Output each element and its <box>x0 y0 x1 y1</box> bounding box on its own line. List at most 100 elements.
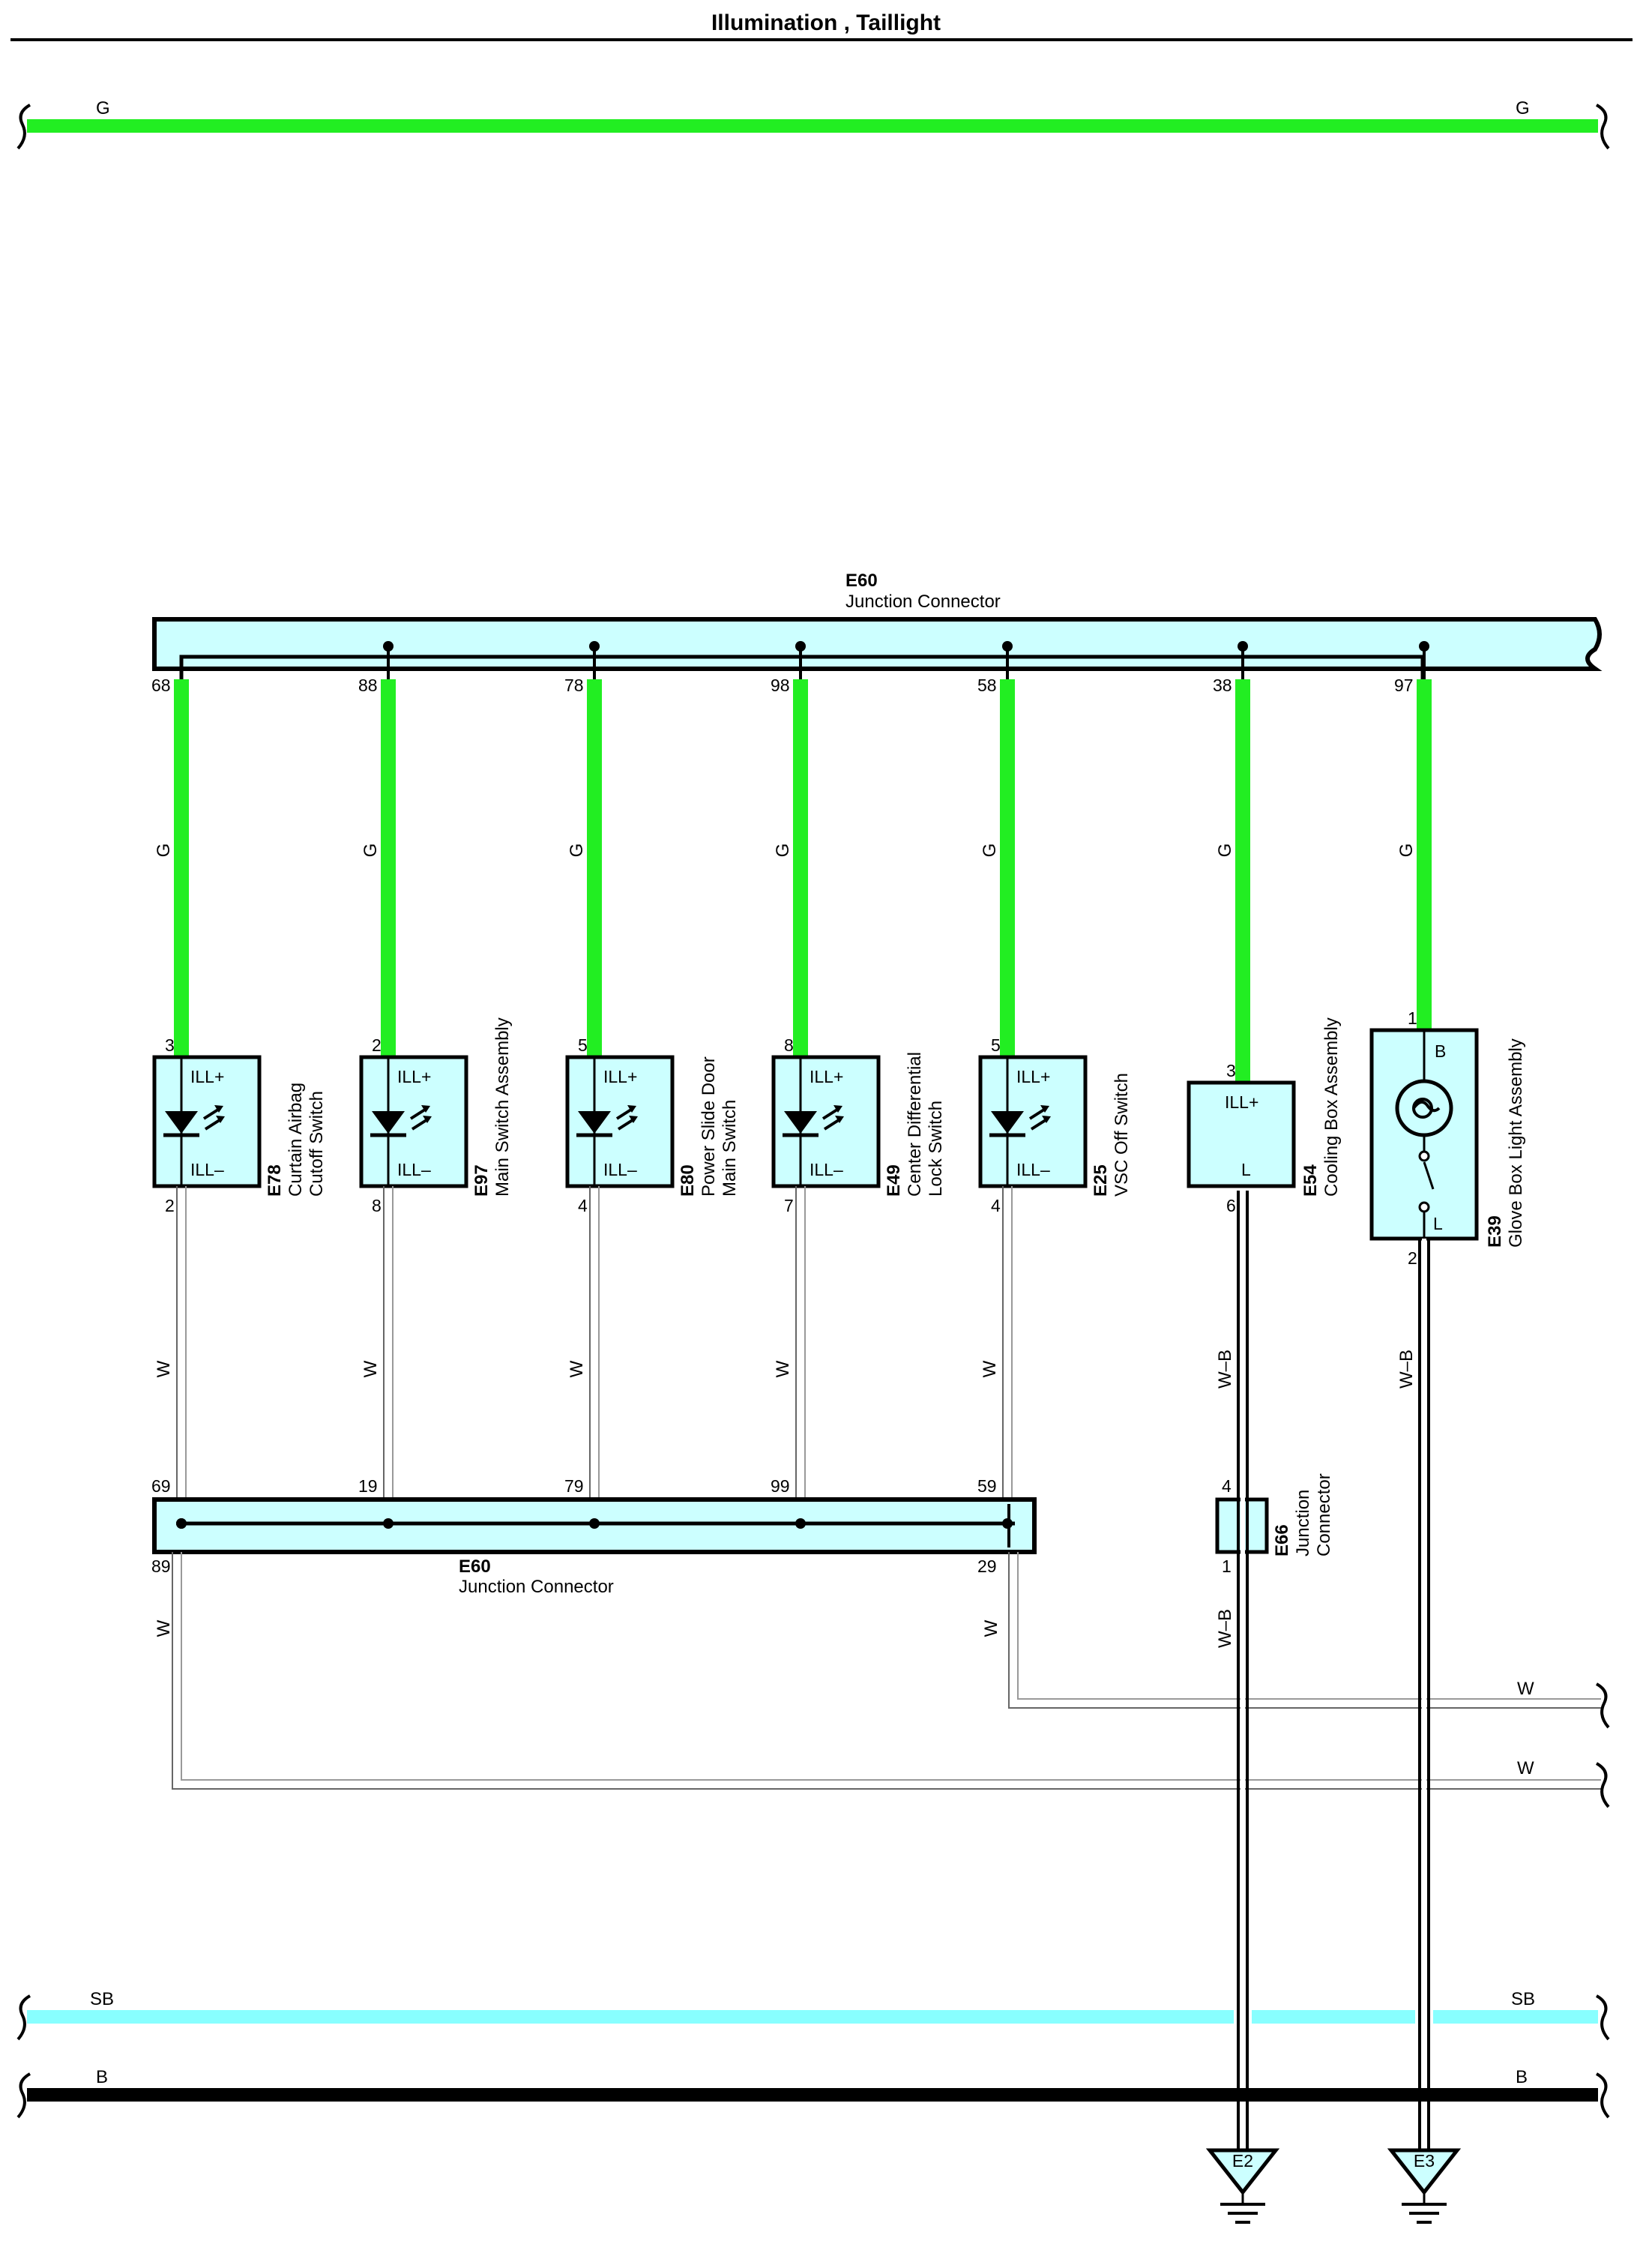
break-mark-b-left <box>16 2072 31 2119</box>
e66-name-line1: Junction <box>1293 1490 1313 1556</box>
e60-lower-pin: 19 <box>358 1476 378 1496</box>
return-wire-label: W <box>567 1360 587 1377</box>
wire-color-label: G <box>980 843 1000 858</box>
e66-junction-connector: 4 1 E66 Junction Connector <box>1215 1473 1334 1576</box>
ill-minus-label: ILL– <box>190 1160 224 1179</box>
b-terminal-label: B <box>1435 1041 1446 1061</box>
ill-minus-label: ILL– <box>603 1160 637 1179</box>
component-name-line2: Lock Switch <box>926 1101 946 1197</box>
component-name-line2: Cutoff Switch <box>307 1091 327 1197</box>
component-pin-out: 4 <box>578 1196 588 1215</box>
component-pin-out: 2 <box>1408 1248 1417 1268</box>
e60-upper-connector: E60 Junction Connector <box>152 571 1603 679</box>
component-name-line2: Main Switch <box>720 1100 740 1197</box>
return-wire-label: W <box>980 1360 1000 1377</box>
component-name-line1: Curtain Airbag <box>286 1083 306 1197</box>
e60-lower-pin: 99 <box>771 1476 790 1496</box>
junction-dot <box>383 1518 394 1529</box>
break-mark-left <box>16 103 31 150</box>
break-mark-w-lower <box>1595 1762 1610 1808</box>
led-icon <box>370 1105 432 1137</box>
page-title: Illumination , Taillight <box>711 10 941 35</box>
top-g-bus: G G <box>16 98 1610 150</box>
component-code: E78 <box>265 1164 285 1197</box>
junction-dot <box>176 1518 187 1529</box>
component-name-line1: VSC Off Switch <box>1112 1073 1132 1197</box>
l-terminal-label: L <box>1241 1160 1251 1179</box>
component-pin-in: 1 <box>1408 1008 1417 1028</box>
component-code: E49 <box>884 1164 904 1197</box>
component-pin-in: 2 <box>372 1035 382 1055</box>
component-pin-in: 5 <box>991 1035 1001 1055</box>
ground-e2: E2 <box>1205 2148 1280 2224</box>
ground-wires: W–B <box>1215 1191 1430 2150</box>
component-pin-in: 3 <box>165 1035 175 1055</box>
component-code: E80 <box>678 1164 698 1197</box>
outgoing-wire-label-lower: W <box>1517 1758 1534 1778</box>
return-wire-label: W <box>361 1360 381 1377</box>
ill-minus-label: ILL– <box>397 1160 431 1179</box>
sb-bus-label-right: SB <box>1511 1989 1535 2009</box>
component-name-line1: Cooling Box Assembly <box>1321 1017 1342 1197</box>
e60-lower-pin-89: 89 <box>151 1556 171 1576</box>
top-g-bus-label-left: G <box>96 98 110 118</box>
component-code: E54 <box>1300 1164 1321 1197</box>
e66-lower-wire-label: W–B <box>1215 1609 1235 1648</box>
component-pin-out: 6 <box>1226 1196 1236 1215</box>
component-name-line1: Power Slide Door <box>699 1056 719 1197</box>
break-mark-w-upper <box>1595 1682 1610 1729</box>
e60-upper-code: E60 <box>845 571 878 591</box>
return-wire-label: W–B <box>1215 1350 1235 1389</box>
component-pin-in: 8 <box>784 1035 794 1055</box>
e66-pin-bottom: 1 <box>1222 1556 1232 1576</box>
e60-upper-pin: 68 <box>151 676 171 695</box>
component-code: E25 <box>1091 1164 1111 1197</box>
wire-color-label: G <box>567 843 587 858</box>
switch-icon <box>1418 1150 1435 1213</box>
ground-e3: E3 <box>1387 2148 1462 2224</box>
e60-lower-name: Junction Connector <box>459 1577 614 1597</box>
component-pin-in: 5 <box>578 1035 588 1055</box>
e66-pin-top: 4 <box>1222 1476 1232 1496</box>
ground-e3-label: E3 <box>1414 2151 1435 2171</box>
led-icon <box>989 1105 1051 1137</box>
e60-upper-name: Junction Connector <box>845 592 1001 612</box>
component-code: E97 <box>471 1164 492 1197</box>
e60-lower-pin: 59 <box>977 1476 997 1496</box>
e60-upper-pin: 38 <box>1213 676 1232 695</box>
component-name-line1: Main Switch Assembly <box>492 1017 513 1197</box>
b-bus-label-left: B <box>96 2067 108 2087</box>
junction-dot <box>589 1518 600 1529</box>
component-pin-in: 3 <box>1226 1061 1236 1080</box>
break-mark-sb-right <box>1595 1994 1610 2041</box>
b-bus-label-right: B <box>1516 2067 1528 2087</box>
led-icon <box>576 1105 638 1137</box>
e60-upper-pin: 98 <box>771 676 790 695</box>
junction-dot <box>795 1518 806 1529</box>
break-mark-sb-left <box>16 1994 31 2041</box>
e60-upper-pin: 58 <box>977 676 997 695</box>
e60-upper-pin: 88 <box>358 676 378 695</box>
outgoing-wire-label-left: W <box>154 1619 174 1637</box>
return-wire-label: W <box>773 1360 793 1377</box>
wire-color-label: G <box>1215 843 1235 858</box>
outgoing-wire-label-right: W <box>981 1619 1001 1637</box>
junction-dot <box>1002 1518 1013 1529</box>
l-terminal-label: L <box>1433 1214 1443 1233</box>
e60-upper-pin: 78 <box>564 676 584 695</box>
ill-minus-label: ILL– <box>810 1160 843 1179</box>
wire-color-label: G <box>773 843 793 858</box>
component-code: E39 <box>1485 1215 1505 1248</box>
ill-plus-label: ILL+ <box>810 1067 843 1086</box>
outgoing-wire-label-upper: W <box>1517 1679 1534 1699</box>
e66-name-line2: Connector <box>1314 1473 1334 1556</box>
component-pin-out: 2 <box>165 1196 175 1215</box>
e60-lower-code: E60 <box>459 1556 491 1577</box>
